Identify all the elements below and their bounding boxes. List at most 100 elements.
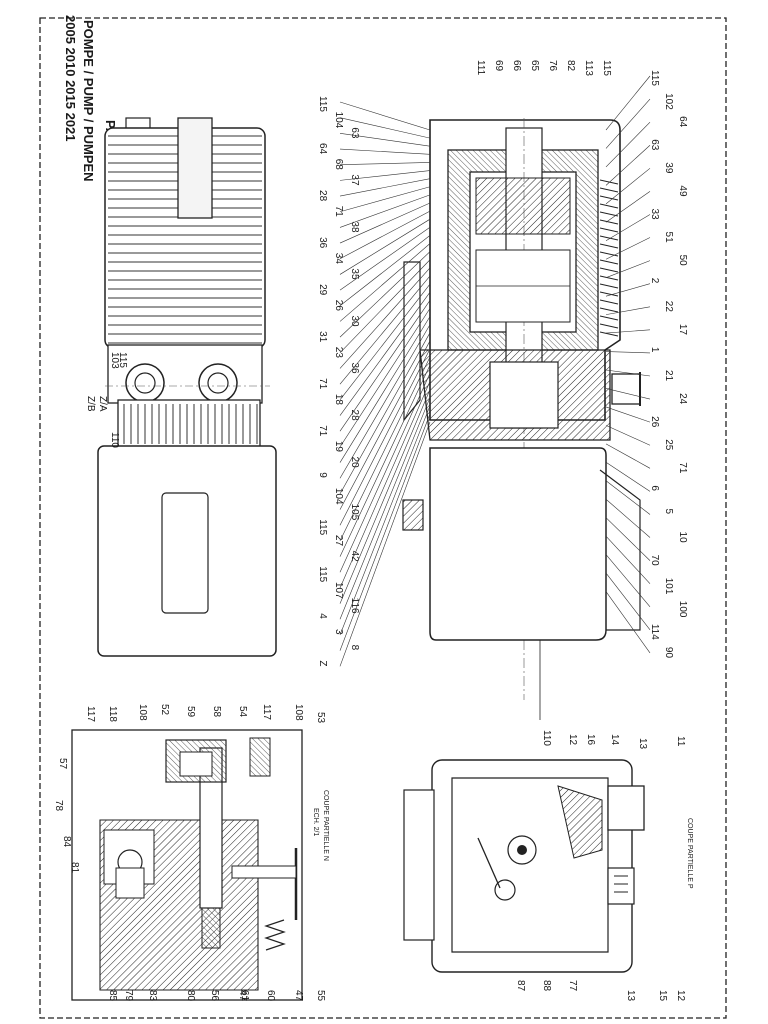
rotor-first-stage <box>475 177 571 235</box>
callout-number: 34 <box>333 253 344 265</box>
leader-line <box>339 202 431 244</box>
leader-line <box>339 389 431 604</box>
main-section-view <box>402 118 641 720</box>
leader-line <box>605 98 651 149</box>
callout-number: 23 <box>333 347 344 359</box>
callout-number: 78 <box>53 800 64 812</box>
callout-number: 108 <box>293 704 304 721</box>
leader-line <box>605 329 651 334</box>
leader-line <box>339 348 431 526</box>
leader-line <box>339 133 431 147</box>
leader-line <box>339 148 431 155</box>
callout-number: 9 <box>317 472 328 478</box>
callout-number: 22 <box>663 301 674 313</box>
callout-number: 4 <box>317 613 328 619</box>
callout-number: 29 <box>317 284 328 296</box>
leader-line <box>605 499 651 538</box>
leader-line <box>605 121 651 168</box>
leader-line <box>339 275 431 385</box>
leader-line <box>605 462 651 492</box>
callout-number: 118 <box>107 706 118 722</box>
leader-line <box>339 291 431 416</box>
callout-number: 63 <box>349 127 360 139</box>
leader-line <box>339 365 431 557</box>
ballast-valve <box>607 867 635 905</box>
gear-wheel-icon <box>507 835 537 865</box>
leader-line <box>339 210 431 260</box>
coupling-ring <box>117 399 261 449</box>
callout-number: 54 <box>237 706 248 718</box>
callout-number: 53 <box>315 712 326 724</box>
leader-line <box>339 283 431 401</box>
callout-number: 26 <box>333 300 344 312</box>
leader-line <box>339 308 431 448</box>
callout-number: 47 <box>237 990 248 1002</box>
callout-number: 63 <box>649 139 660 151</box>
callout-number: 61 <box>239 990 250 1002</box>
callout-number: 83 <box>147 990 158 1002</box>
leader-line <box>339 267 431 369</box>
callout-number: 14 <box>609 734 620 746</box>
leader-line <box>339 332 431 495</box>
callout-number: 3 <box>333 629 344 635</box>
leader-line <box>339 340 431 510</box>
valve-springs <box>599 179 619 337</box>
callout-number: 76 <box>547 60 558 72</box>
leader-line <box>339 259 431 354</box>
leader-line <box>339 324 431 479</box>
spring-icon <box>201 907 221 949</box>
callout-number: 59 <box>185 706 196 718</box>
motor-body <box>429 447 607 641</box>
callout-number: 42 <box>349 551 360 563</box>
leader-line <box>339 356 431 542</box>
leader-line <box>605 535 651 584</box>
leader-line <box>339 186 431 213</box>
external-view-pump <box>97 117 277 657</box>
label-coupe-n: COUPE PARTIELLE N <box>322 790 329 861</box>
callout-number: 15 <box>657 990 668 1002</box>
callout-number: 117 <box>85 706 96 722</box>
callout-number: 13 <box>637 738 648 750</box>
callout-number: 28 <box>349 410 360 422</box>
label-coupe-p: COUPE PARTIELLE P <box>686 818 693 889</box>
callout-number: 12 <box>567 734 578 746</box>
callout-number: 102 <box>663 93 674 110</box>
callout-number: 85 <box>107 990 118 1002</box>
callout-number: 31 <box>317 331 328 343</box>
leader-line <box>339 162 431 166</box>
callout-number: 52 <box>159 704 170 716</box>
label-plate <box>177 117 213 219</box>
leader-line <box>605 191 651 223</box>
callout-number: 108 <box>137 704 148 721</box>
callout-number: 68 <box>333 159 344 171</box>
callout-number: 2 <box>649 278 660 284</box>
callout-number: 66 <box>511 60 522 72</box>
oil-level-gauge <box>402 499 424 531</box>
leader-line <box>339 117 431 139</box>
coupling-teeth <box>123 404 258 444</box>
callout-number: Z <box>317 660 328 666</box>
leader-line <box>605 591 651 654</box>
leader-line <box>605 283 651 297</box>
callout-number: 12 <box>675 990 686 1002</box>
callout-number: 6 <box>649 485 660 491</box>
leader-line <box>339 178 431 197</box>
leader-line <box>339 413 431 651</box>
callout-number: 16 <box>585 734 596 746</box>
callout-number: 115 <box>317 566 328 582</box>
callout-number: 60 <box>265 990 276 1002</box>
leader-line <box>605 75 651 131</box>
callout-number: 105 <box>349 504 360 521</box>
callout-number: 58 <box>211 706 222 718</box>
callout-number: 71 <box>333 206 344 218</box>
leader-line <box>605 480 651 515</box>
callout-number: 90 <box>663 647 674 659</box>
callout-number: 13 <box>625 990 636 1002</box>
callout-number: 110 <box>109 432 120 448</box>
callout-number: 37 <box>349 174 360 186</box>
leader-line <box>605 572 651 631</box>
callout-number: 55 <box>315 990 326 1002</box>
label-scale: ECH. 2/1 <box>312 808 319 837</box>
